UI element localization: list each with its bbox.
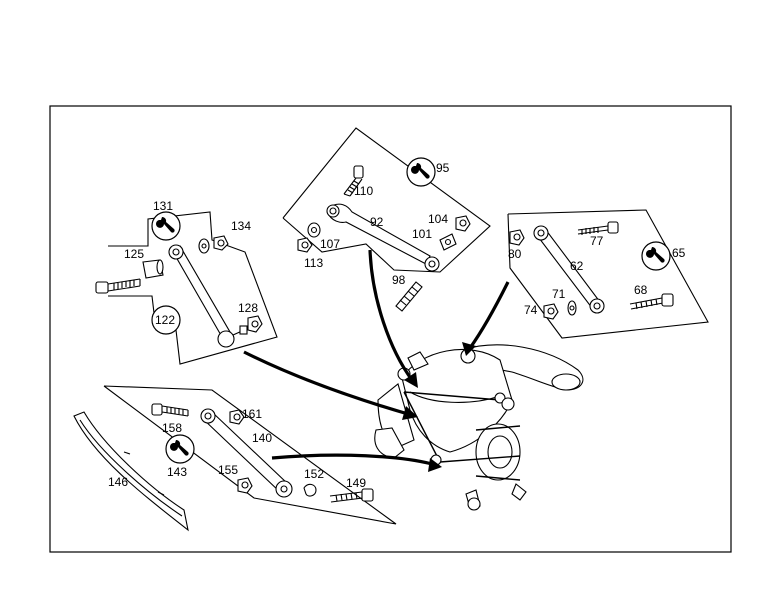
part-label-92: 92 [370,215,384,229]
part-label-143: 143 [167,465,187,479]
bushing-icon [142,259,164,279]
wrench-icon [406,157,436,187]
part-label-125: 125 [124,247,144,261]
group-lower-arm: 161 158 140 143 155 152 149 [103,385,397,525]
washer-icon [439,233,457,251]
part-label-128: 128 [238,301,258,315]
part-label-68: 68 [634,283,648,297]
part-label-140: 140 [252,431,272,445]
part-label-74: 74 [524,303,538,317]
part-label-104: 104 [428,212,448,226]
group-outline-right [507,209,709,339]
part-label-134: 134 [231,219,251,233]
part-label-146: 146 [108,475,128,489]
control-arm-icon [200,408,293,498]
bolt-icon [629,293,674,310]
nut-icon [455,215,471,232]
part-label-71: 71 [552,287,566,301]
part-label-113: 113 [304,256,323,270]
control-arm-icon [326,203,440,272]
part-label-131: 131 [153,199,173,213]
wrench-icon [165,434,195,464]
group-upper-left-link: 125 131 134 122 128 [95,199,278,365]
callout-circle-122 [151,305,181,335]
part-label-62: 62 [570,259,584,273]
nut-icon [509,229,525,246]
nut-icon [247,315,263,333]
bolt-icon [395,281,423,312]
bolt-icon [343,165,364,197]
bolt-icon [329,488,374,503]
nut-icon [237,477,253,494]
group-outline-upper-center [282,127,491,273]
wrench-icon [641,241,671,271]
wrench-icon [151,211,181,241]
clip-icon [303,483,317,497]
group-upper-center-arm: 110 95 92 104 107 101 113 98 [282,127,491,312]
part-label-149: 149 [346,476,366,490]
bolt-icon [577,221,619,235]
part-label-161: 161 [242,407,262,421]
part-label-158: 158 [162,421,182,435]
part-label-122: 122 [155,313,175,327]
washer-icon [567,300,577,316]
control-arm-icon [168,244,248,348]
part-label-65: 65 [672,246,686,260]
group-outline-lower [103,385,397,525]
part-label-95: 95 [436,161,450,175]
nut-icon [297,237,313,253]
part-label-110: 110 [354,184,373,198]
bolt-icon [151,403,189,417]
heat-shield-icon: 146 [73,411,189,532]
part-label-98: 98 [392,273,406,287]
group-right-arm: 80 77 65 62 71 68 74 [507,209,709,339]
assembly-arrows [243,249,510,472]
nut-icon [543,303,559,320]
part-label-80: 80 [508,247,522,261]
part-label-155: 155 [218,463,238,477]
nut-icon [198,235,229,254]
group-outline-upper-left [108,211,278,365]
diagram-frame [49,105,732,553]
part-label-107: 107 [320,237,340,251]
part-label-101: 101 [412,227,432,241]
control-arm-icon [533,225,605,314]
part-label-152: 152 [304,467,324,481]
part-label-77: 77 [590,234,604,248]
bolt-icon [95,278,141,294]
axle-carrier-assembly [374,344,584,511]
nut-icon [229,409,245,425]
bushing-icon [307,222,321,238]
